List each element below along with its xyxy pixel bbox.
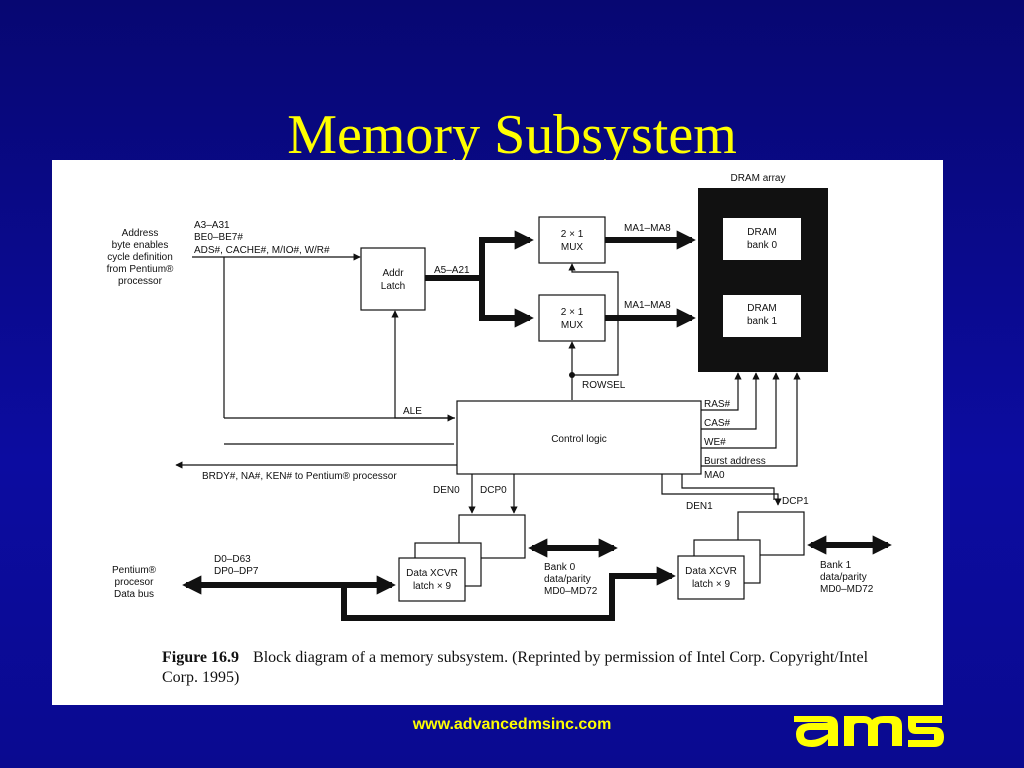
mux-top-line1: 2 × 1 <box>561 229 584 240</box>
latch-to-mux-top-bus <box>425 230 534 281</box>
we-line <box>701 372 780 449</box>
bank1-data-line: data/parity <box>820 572 867 583</box>
mux-top <box>538 216 606 264</box>
den1-line <box>661 474 782 506</box>
dcp0-label: DCP0 <box>480 485 507 496</box>
dram-bank1-line2: bank 1 <box>747 316 777 327</box>
xcvr1 <box>677 555 745 600</box>
bank1-data-line: Bank 1 <box>820 560 852 571</box>
control-logic-label: Control logic <box>551 434 607 445</box>
dcp1-route <box>681 474 775 500</box>
pentium-bus-line: Data bus <box>114 589 154 600</box>
source-line: byte enables <box>112 240 169 251</box>
dram-bank1 <box>723 295 801 337</box>
ale-label: ALE <box>403 406 422 417</box>
xcvr0-line2: latch × 9 <box>413 581 452 592</box>
rowsel-label: ROWSEL <box>582 380 626 391</box>
ras-line <box>701 372 742 411</box>
input-signal: ADS#, CACHE#, M/IO#, W/R# <box>194 245 330 256</box>
xcvr0 <box>398 557 466 602</box>
addr-latch <box>360 247 426 311</box>
source-line: from Pentium® <box>107 264 174 275</box>
data-signal: DP0–DP7 <box>214 566 259 577</box>
xcvr1-line1: Data XCVR <box>685 566 737 577</box>
input-signal: A3–A31 <box>194 220 230 231</box>
ma-bottom-label: MA1–MA8 <box>624 300 671 311</box>
mux-bottom-line2: MUX <box>561 320 584 331</box>
mux-bottom-line1: 2 × 1 <box>561 307 584 318</box>
latch-to-mux-bottom-bus <box>479 278 534 328</box>
pentium-bus-line: procesor <box>115 577 155 588</box>
we-label: WE# <box>704 437 726 448</box>
den0-label: DEN0 <box>433 485 460 496</box>
caption-text: Block diagram of a memory subsystem. (Re… <box>162 649 869 686</box>
bank0-data-line: Bank 0 <box>544 562 576 573</box>
ma0-label: MA0 <box>704 470 725 481</box>
cas-label: CAS# <box>704 418 731 429</box>
xcvr0-line1: Data XCVR <box>406 568 458 579</box>
input-signal: BE0–BE7# <box>194 232 243 243</box>
brdy-label: BRDY#, NA#, KEN# to Pentium® processor <box>202 471 397 482</box>
ams-logo <box>794 716 944 747</box>
source-label: Address byte enables cycle definition fr… <box>107 228 174 287</box>
dram-bank0-line2: bank 0 <box>747 240 777 251</box>
ras-label: RAS# <box>704 399 731 410</box>
den1-label: DEN1 <box>686 501 713 512</box>
addr-latch-line2: Latch <box>381 281 405 292</box>
bank1-data-line: MD0–MD72 <box>820 584 874 595</box>
rowsel-to-mux-top <box>568 263 619 376</box>
slide-title: Memory Subsystem <box>287 104 737 166</box>
bank0-data-line: MD0–MD72 <box>544 586 598 597</box>
dram-bank1-line1: DRAM <box>747 303 776 314</box>
mux-bottom <box>538 294 606 342</box>
bank0-data-line: data/parity <box>544 574 591 585</box>
rowsel-junction <box>569 372 575 378</box>
memory-block-diagram: DRAM array DRAM bank 0 DRAM bank 1 Addre… <box>107 173 892 621</box>
dram-array-label: DRAM array <box>730 173 785 184</box>
figure-panel: DRAM array DRAM bank 0 DRAM bank 1 Addre… <box>52 160 943 705</box>
mux-top-line2: MUX <box>561 242 584 253</box>
pentium-bus-line: Pentium® <box>112 565 157 576</box>
control-logic <box>456 400 702 475</box>
burst-label: Burst address <box>704 456 766 467</box>
data-bus-to-xcvr1 <box>341 566 676 621</box>
figure-label: Figure 16.9 <box>162 649 240 666</box>
footer-url[interactable]: www.advancedmsinc.com <box>412 716 612 733</box>
source-line: Address <box>122 228 159 239</box>
dram-array <box>698 188 828 372</box>
addr-latch-line1: Addr <box>382 268 404 279</box>
ma-top-label: MA1–MA8 <box>624 223 671 234</box>
cas-line <box>701 372 760 430</box>
data-signal: D0–D63 <box>214 554 251 565</box>
source-line: cycle definition <box>107 252 173 263</box>
ale-line <box>391 310 455 419</box>
dram-bank0-line1: DRAM <box>747 227 776 238</box>
a5-a21-label: A5–A21 <box>434 265 470 276</box>
burst-line <box>701 372 801 467</box>
source-line: processor <box>118 276 163 287</box>
xcvr1-line2: latch × 9 <box>692 579 731 590</box>
dcp1-label: DCP1 <box>782 496 809 507</box>
dram-bank0 <box>723 218 801 260</box>
